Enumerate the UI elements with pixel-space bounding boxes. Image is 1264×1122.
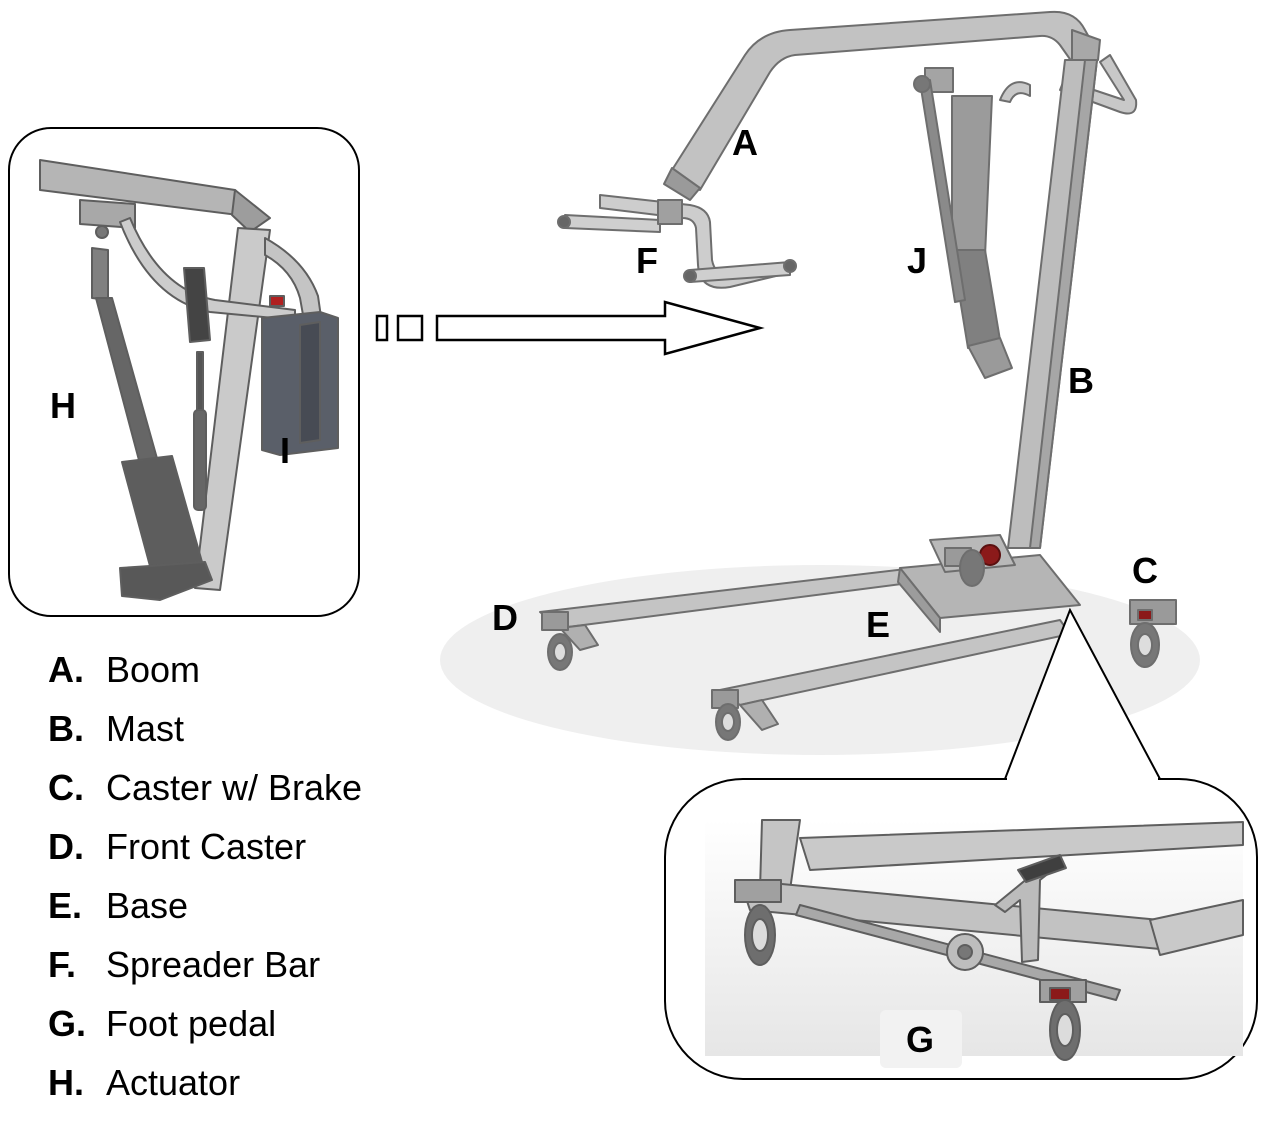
legend-label: Spreader Bar	[106, 944, 321, 985]
legend-key: H.	[48, 1062, 84, 1103]
label-base: E	[866, 604, 891, 645]
legend-key: A.	[48, 649, 84, 690]
legend-label: Boom	[106, 649, 201, 690]
inset-actuator-illustration	[39, 159, 339, 601]
front-caster-left	[541, 611, 573, 671]
lift-main-illustration	[539, 10, 1177, 741]
patient-lift-diagram	[8, 10, 1258, 1080]
label-actuator: H	[50, 385, 76, 426]
legend-item: C. Caster w/ Brake	[48, 768, 362, 808]
legend-key: B.	[48, 708, 84, 749]
legend-key: C.	[48, 767, 84, 808]
legend-label: Front Caster	[106, 826, 307, 867]
legend-label: Caster w/ Brake	[106, 767, 363, 808]
legend-key: D.	[48, 826, 84, 867]
legend-item: E. Base	[48, 886, 362, 926]
lift-actuator	[951, 95, 993, 257]
label-caster-brake: C	[1132, 550, 1158, 591]
legend-label: Base	[106, 885, 189, 926]
label-front-caster: D	[492, 597, 518, 638]
inset-pedal-illustration	[705, 819, 1244, 1061]
label-spreader-bar: F	[636, 240, 658, 281]
legend-item: A. Boom	[48, 650, 362, 690]
parts-legend: A. Boom B. Mast C. Caster w/ Brake D. Front …	[48, 650, 362, 1122]
push-handle	[1059, 54, 1138, 115]
boom	[671, 10, 1096, 191]
legend-item: H. Actuator	[48, 1063, 362, 1103]
legend-item: G. Foot pedal	[48, 1004, 362, 1044]
front-caster-right	[711, 689, 741, 741]
legend-label: Actuator	[106, 1062, 241, 1103]
legend-item: F. Spreader Bar	[48, 945, 362, 985]
rear-caster-right	[1129, 599, 1177, 668]
legend-label: Mast	[106, 708, 185, 749]
label-lift-actuator: J	[907, 240, 928, 281]
label-foot-pedal: G	[906, 1019, 935, 1060]
zoom-arrow	[375, 300, 765, 356]
legend-item: B. Mast	[48, 709, 362, 749]
label-mast: B	[1068, 360, 1094, 401]
legend-key: E.	[48, 885, 83, 926]
g-label-box	[880, 1010, 962, 1068]
label-boom: A	[732, 122, 758, 163]
legend-key: F.	[48, 944, 77, 985]
legend-key: G.	[48, 1003, 87, 1044]
callout-pointer-g	[1004, 607, 1161, 780]
legend-item: D. Front Caster	[48, 827, 362, 867]
legend-label: Foot pedal	[106, 1003, 277, 1044]
label-control-box: I	[280, 430, 291, 471]
rear-caster-left	[944, 547, 985, 587]
